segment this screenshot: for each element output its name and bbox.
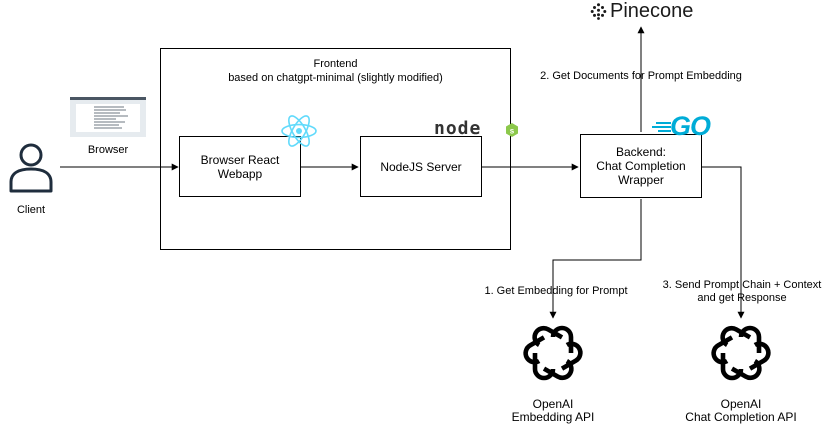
- frontend-container: [160, 48, 511, 250]
- edge-label-send-prompt-line1: 3. Send Prompt Chain + Context: [662, 279, 822, 291]
- embedding-api-label-line2: Embedding API: [511, 410, 595, 424]
- svg-text:s: s: [510, 127, 515, 136]
- react-webapp-label-line1: Browser React: [200, 152, 280, 167]
- edge-backend-to-embedding: [549, 199, 642, 319]
- backend-node: Backend: Chat Completion Wrapper: [580, 134, 702, 198]
- nodejs-server-label: NodeJS Server: [380, 159, 462, 174]
- chat-api-label-line2: Chat Completion API: [685, 410, 797, 424]
- backend-label-line1: Backend:: [615, 145, 667, 159]
- browser-label: Browser: [87, 144, 129, 156]
- pinecone-logo-text: Pinecone: [610, 0, 694, 22]
- pinecone-logo: Pinecone: [590, 0, 700, 24]
- react-webapp-node: Browser React Webapp: [179, 136, 301, 197]
- frontend-title: Frontend: [313, 58, 358, 70]
- react-webapp-label-line2: Webapp: [217, 166, 263, 181]
- edge-backend-to-chat: [702, 166, 745, 319]
- openai-logo-icon: [711, 325, 771, 381]
- edge-label-get-documents: 2. Get Documents for Prompt Embedding: [540, 70, 742, 82]
- embedding-api-label-line1: OpenAI: [532, 397, 574, 411]
- openai-logo-icon: [523, 325, 583, 381]
- go-logo-text: GO: [670, 111, 711, 141]
- go-logo-icon: GO: [652, 111, 722, 142]
- backend-label-line2: Chat Completion: [596, 159, 686, 173]
- frontend-subtitle: based on chatgpt-minimal (slightly modif…: [228, 72, 443, 84]
- nodejs-server-node: NodeJS Server: [360, 136, 482, 197]
- user-icon: [9, 143, 53, 193]
- backend-label-line3: Wrapper: [618, 173, 664, 187]
- client-label: Client: [16, 204, 46, 216]
- nodejs-logo-icon: node s: [434, 118, 520, 141]
- edge-label-get-embedding: 1. Get Embedding for Prompt: [484, 285, 628, 297]
- browser-screenshot-icon: [70, 97, 146, 137]
- chat-api-label-line1: OpenAI: [720, 397, 762, 411]
- edge-label-send-prompt-line2: and get Response: [697, 292, 787, 304]
- react-logo-icon: [281, 115, 317, 147]
- nodejs-logo-text: node: [434, 118, 482, 139]
- pinecone-logo-icon: [590, 3, 607, 20]
- go-speed-lines-icon: [652, 122, 671, 132]
- nodejs-hexagon-icon: s: [506, 123, 518, 137]
